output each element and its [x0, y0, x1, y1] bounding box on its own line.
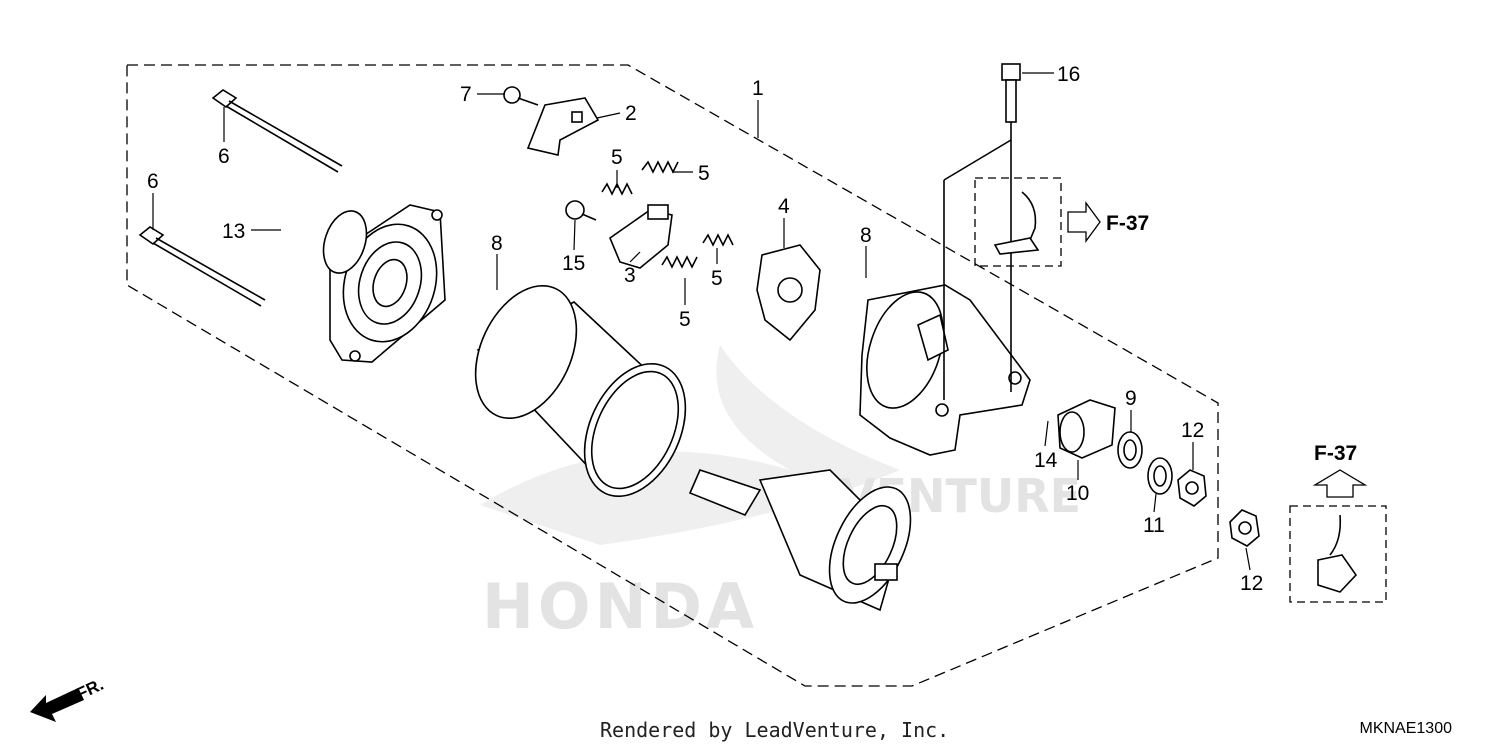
flange-bolt [943, 63, 1021, 400]
armature [688, 469, 912, 612]
washer-thick [1117, 431, 1143, 469]
callout-5a: 5 [611, 146, 623, 169]
callouts: 1 2 3 4 5 5 5 5 6 6 7 8 8 9 10 11 12 12 … [147, 63, 1263, 595]
flange-nut [1177, 469, 1207, 507]
callout-10: 10 [1066, 482, 1089, 505]
callout-16: 16 [1057, 63, 1080, 86]
callout-12a: 12 [1181, 419, 1204, 442]
terminal-insulator [1057, 399, 1116, 459]
assembly-boundary [126, 64, 1219, 687]
flange-nut-alt [1229, 509, 1260, 547]
callout-14: 14 [1034, 449, 1058, 472]
callout-7: 7 [460, 83, 472, 106]
harness-clamp [993, 191, 1040, 255]
screw-short [503, 86, 539, 106]
footer: Rendered by LeadVenture, Inc. MKNAE1300 [0, 718, 1500, 744]
callout-15: 15 [562, 252, 585, 275]
leader-lines [152, 72, 1251, 571]
callout-8a: 8 [491, 232, 503, 255]
callout-2: 2 [625, 102, 637, 125]
long-bolt-lower [138, 226, 266, 307]
callout-13: 13 [222, 220, 245, 243]
ref-label-upper: F-37 [1106, 212, 1149, 235]
callout-1: 1 [752, 77, 764, 100]
callout-4: 4 [778, 195, 790, 218]
ref-label-lower: F-37 [1314, 442, 1357, 465]
watermark-brand: HONDA [482, 570, 758, 643]
callout-6a: 6 [218, 145, 230, 168]
cable-terminal [1317, 514, 1358, 593]
rendered-by-credit: Rendered by LeadVenture, Inc. [600, 718, 950, 742]
callout-6b: 6 [147, 170, 159, 193]
insulator [756, 244, 821, 342]
callout-5d: 5 [679, 308, 691, 331]
spring-3 [702, 233, 734, 247]
front-cover [322, 204, 446, 363]
callout-3: 3 [624, 264, 636, 287]
rear-cover [859, 284, 1031, 456]
yoke-housing [474, 284, 687, 498]
callout-11: 11 [1143, 514, 1165, 537]
o-ring [270, 199, 332, 270]
long-bolt-upper [211, 89, 343, 173]
diagram-code: MKNAE1300 [1359, 720, 1453, 737]
callout-5b: 5 [698, 162, 710, 185]
washer-plain [1147, 457, 1173, 495]
callout-5c: 5 [711, 267, 723, 290]
spring-1 [641, 160, 679, 174]
front-direction-marker: FR. [30, 675, 107, 722]
callout-12b: 12 [1240, 572, 1263, 595]
callout-9: 9 [1125, 387, 1137, 410]
spring-4 [661, 255, 698, 269]
brush-holder-lower [609, 204, 673, 269]
callout-8b: 8 [860, 224, 872, 247]
ref-detail-box-upper [974, 177, 1062, 267]
ref-arrow-right: F-37 [1067, 201, 1149, 243]
ref-detail-box-lower [1289, 505, 1387, 603]
screw-terminal [565, 200, 597, 221]
ref-arrow-up: F-37 [1312, 442, 1368, 498]
washer-small [1041, 398, 1055, 420]
brush-holder-upper [526, 97, 600, 156]
